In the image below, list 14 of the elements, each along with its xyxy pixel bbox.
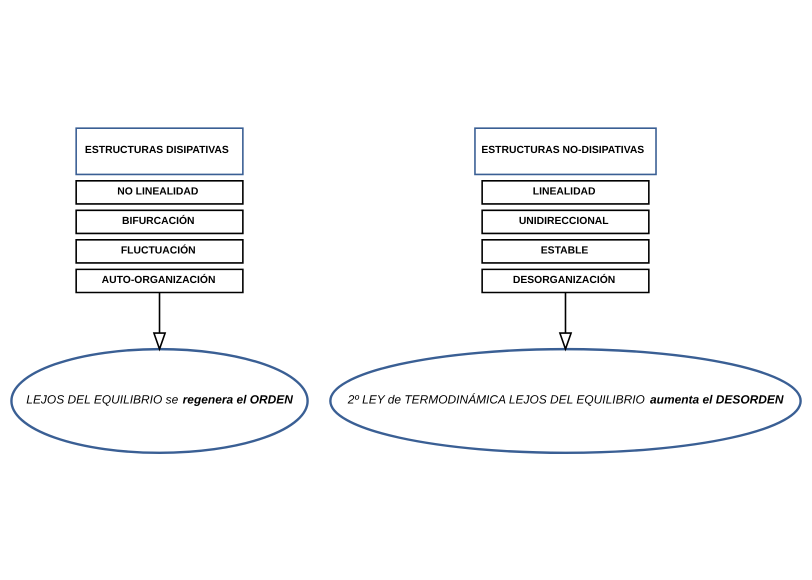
- node-box: ESTABLE: [481, 238, 650, 264]
- node-box: BIFURCACIÓN: [75, 209, 244, 234]
- node-box: ESTRUCTURAS NO-DISIPATIVAS: [474, 126, 657, 175]
- node-ellipse: LEJOS DEL EQUILIBRIO se regenera el ORDEN: [10, 347, 309, 454]
- node-box: NO LINEALIDAD: [75, 180, 244, 204]
- arrow: [152, 292, 166, 351]
- node-box: DESORGANIZACIÓN: [481, 268, 650, 293]
- node-box: UNIDIRECCIONAL: [481, 209, 650, 234]
- node-box: AUTO-ORGANIZACIÓN: [75, 268, 244, 293]
- node-box: ESTRUCTURAS DISIPATIVAS: [75, 126, 244, 175]
- node-ellipse: 2º LEY de TERMODINÁMICA LEJOS DEL EQUILIBRIO aumenta el DESORDEN: [329, 347, 802, 454]
- node-box: FLUCTUACIÓN: [75, 238, 244, 264]
- node-box: LINEALIDAD: [481, 180, 650, 204]
- arrow: [558, 292, 572, 351]
